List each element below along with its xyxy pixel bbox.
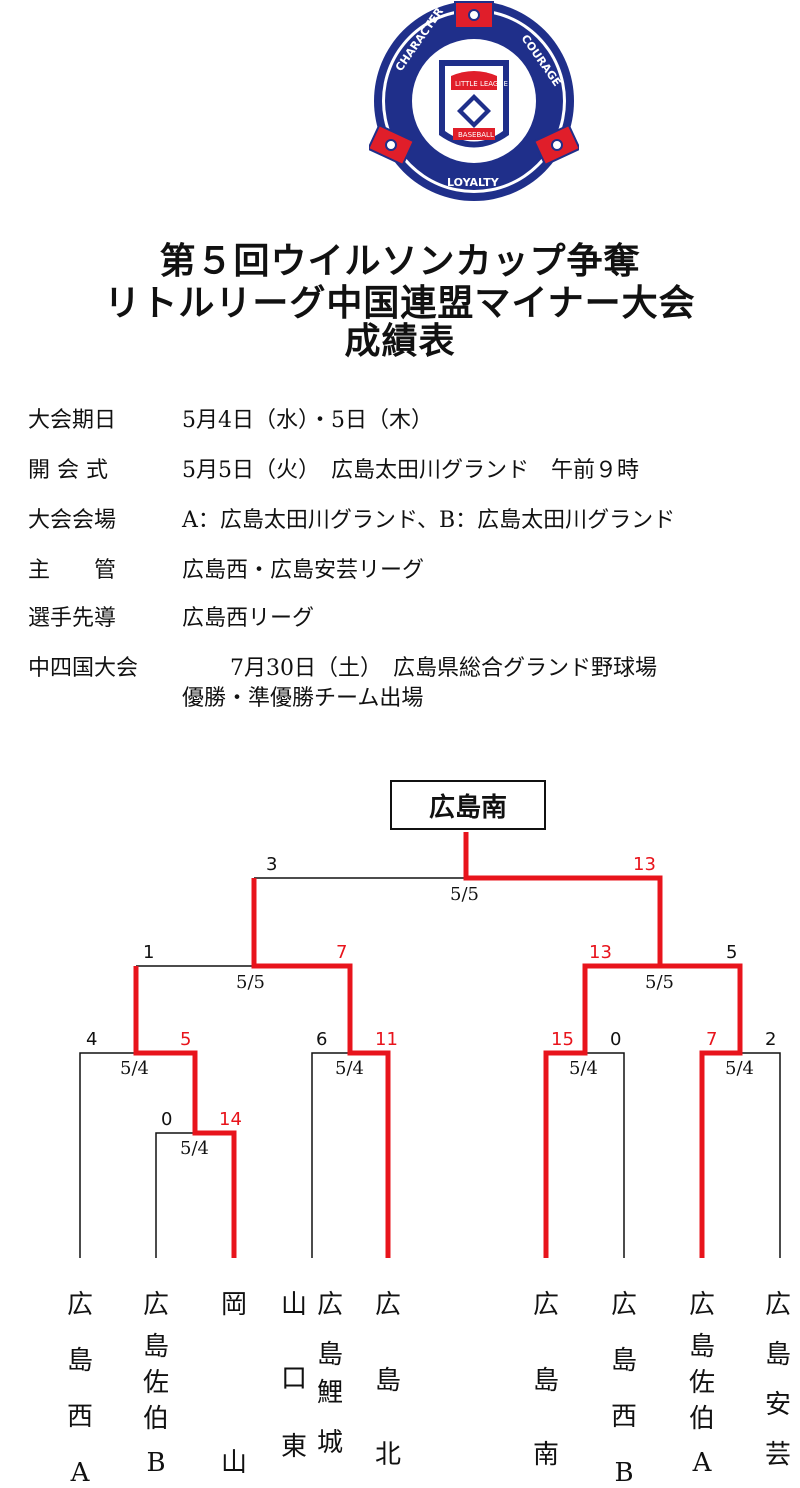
team-yamaguchi-higashi: 山口東 [280,1290,307,1462]
title-line-2: リトルリーグ中国連盟マイナー大会 [104,283,696,324]
score-qf2-r: 11 [375,1029,398,1050]
score-qf4-r: 2 [765,1029,777,1050]
date-sf-right: 5/5 [645,972,674,993]
info-value-regional-note: 優勝・準優勝チーム出場 [182,686,424,711]
score-sf-left-l: 1 [143,942,155,963]
date-qf4: 5/4 [725,1058,754,1079]
score-qf2-l: 6 [316,1029,328,1050]
info-label-opening: 開 会 式 [28,458,108,483]
date-qf2: 5/4 [335,1058,364,1079]
logo-shield-bottom: BASEBALL [458,131,494,139]
info-value-host: 広島西・広島安芸リーグ [182,558,425,583]
score-qf3-l: 15 [551,1029,574,1050]
team-hiroshima-aki: 広島安芸 [764,1290,791,1470]
score-qf4-l: 7 [706,1029,718,1050]
logo-ring-bottom: LOYALTY [447,176,500,189]
team-hiroshima-kita: 広島北 [374,1290,401,1470]
info-label-lead: 選手先導 [28,606,117,631]
info-label-venue: 大会会場 [28,508,117,533]
score-sf-left-r: 7 [336,942,348,963]
little-league-logo: CHARACTER COURAGE LOYALTY LITTLE LEAGUE … [369,1,579,201]
title-line-1: 第５回ウイルソンカップ争奪 [159,241,641,282]
title-line-3: 成績表 [344,321,456,362]
info-value-venue: A：広島太田川グランド、B：広島太田川グランド [182,508,676,533]
logo-shield-top: LITTLE LEAGUE [455,80,508,88]
score-final-left: 3 [266,854,278,875]
team-hiroshima-rijo: 広島鯉城 [316,1290,343,1458]
date-qf3: 5/4 [569,1058,598,1079]
date-sf-left: 5/5 [236,972,265,993]
date-final: 5/5 [450,884,479,905]
score-r1-r: 14 [219,1109,242,1130]
info-value-regional: 7月30日（土） 広島県総合グランド野球場 [230,656,657,681]
info-value-opening: 5月5日（火） 広島太田川グランド 午前９時 [182,458,639,483]
champion-box: 広島南 [390,780,546,830]
info-label-host: 主 管 [28,558,117,583]
score-sf-right-r: 5 [726,942,738,963]
info-value-dates: 5月4日（水）・5日（木） [182,408,433,433]
info-label-regional: 中四国大会 [28,656,139,681]
info-value-lead: 広島西リーグ [182,606,315,631]
score-r1-l: 0 [161,1109,173,1130]
score-final-right: 13 [633,854,656,875]
score-qf1-r: 5 [180,1029,192,1050]
team-hiroshima-minami: 広島南 [532,1290,559,1470]
score-qf3-r: 0 [610,1029,622,1050]
team-okayama: 岡山 [220,1290,247,1478]
date-r1: 5/4 [180,1138,209,1159]
date-qf1: 5/4 [120,1058,149,1079]
info-label-dates: 大会期日 [28,408,117,433]
score-sf-right-l: 13 [589,942,612,963]
score-qf1-l: 4 [86,1029,98,1050]
